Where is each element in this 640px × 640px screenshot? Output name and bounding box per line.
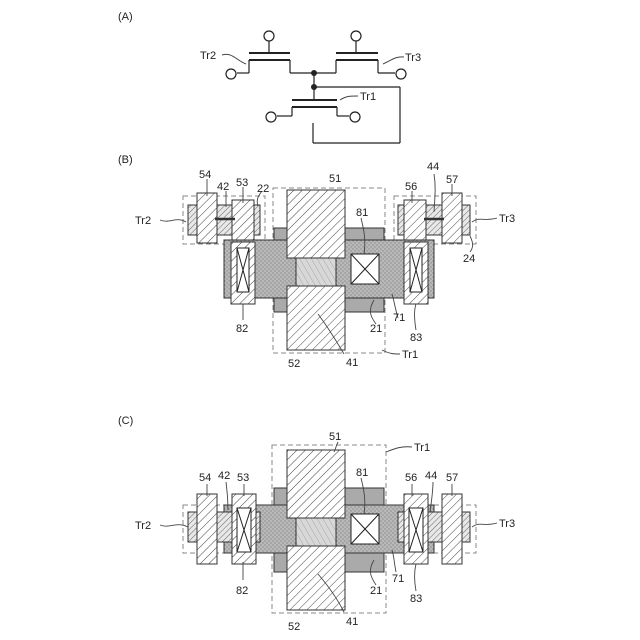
electrode-54-b	[197, 193, 217, 243]
electrode-57-b	[442, 193, 462, 243]
label-51-c: 51	[329, 431, 341, 443]
tr1-label-a: Tr1	[360, 91, 376, 103]
label-53-c: 53	[237, 472, 249, 484]
label-42-b: 42	[217, 181, 229, 193]
contact-81-c	[351, 514, 379, 544]
label-57-c: 57	[446, 472, 458, 484]
label-54-c: 54	[199, 472, 211, 484]
label-82-b: 82	[236, 323, 248, 335]
label-56-b: 56	[405, 181, 417, 193]
label-83-b: 83	[410, 332, 422, 344]
tr3-label-b: Tr3	[499, 213, 515, 225]
tr2-label-b: Tr2	[135, 215, 151, 227]
label-71-b: 71	[393, 312, 405, 324]
panel-a-title: (A)	[118, 11, 133, 23]
contact-82-c	[237, 508, 251, 552]
electrode-51-c	[287, 450, 345, 518]
electrode-51-b	[287, 190, 345, 258]
label-44-b: 44	[427, 161, 439, 173]
electrode-56-b	[404, 200, 426, 240]
label-51-b: 51	[329, 173, 341, 185]
tr3-label-a: Tr3	[405, 52, 421, 64]
panel-b-title: (B)	[118, 154, 133, 166]
label-53-b: 53	[236, 177, 248, 189]
label-81-c: 81	[356, 467, 368, 479]
label-22-b: 22	[257, 183, 269, 195]
panel-b-layout: (B)	[118, 154, 515, 370]
label-42-c: 42	[218, 470, 230, 482]
panel-a-circuit: (A)	[118, 11, 421, 143]
label-21-c: 21	[370, 585, 382, 597]
label-52-b: 52	[288, 358, 300, 370]
electrode-52-c	[287, 546, 345, 610]
tr1-label-c: Tr1	[414, 442, 430, 454]
label-83-c: 83	[410, 593, 422, 605]
tr1-label-b: Tr1	[402, 349, 418, 361]
tr3-label-c: Tr3	[499, 518, 515, 530]
tr2-label-c: Tr2	[135, 520, 151, 532]
contact-83-b	[410, 248, 422, 292]
label-54-b: 54	[199, 169, 211, 181]
label-44-c: 44	[425, 470, 437, 482]
label-21-b: 21	[370, 323, 382, 335]
panel-c-title: (C)	[118, 415, 133, 427]
contact-83-c	[409, 508, 423, 552]
electrode-57-c	[442, 494, 462, 564]
tr2-label-a: Tr2	[200, 50, 216, 62]
electrode-53-b	[232, 200, 254, 240]
label-56-c: 56	[405, 472, 417, 484]
label-41-c: 41	[346, 616, 358, 628]
label-52-c: 52	[288, 621, 300, 633]
label-57-b: 57	[446, 174, 458, 186]
label-82-c: 82	[236, 585, 248, 597]
panel-c-layout: (C)	[118, 415, 515, 633]
label-71-c: 71	[392, 573, 404, 585]
label-41-b: 41	[346, 357, 358, 369]
label-81-b: 81	[356, 207, 368, 219]
contact-81-b	[351, 254, 379, 284]
label-24-b: 24	[463, 253, 475, 265]
electrode-54-c	[197, 494, 217, 564]
contact-82-b	[237, 248, 249, 292]
